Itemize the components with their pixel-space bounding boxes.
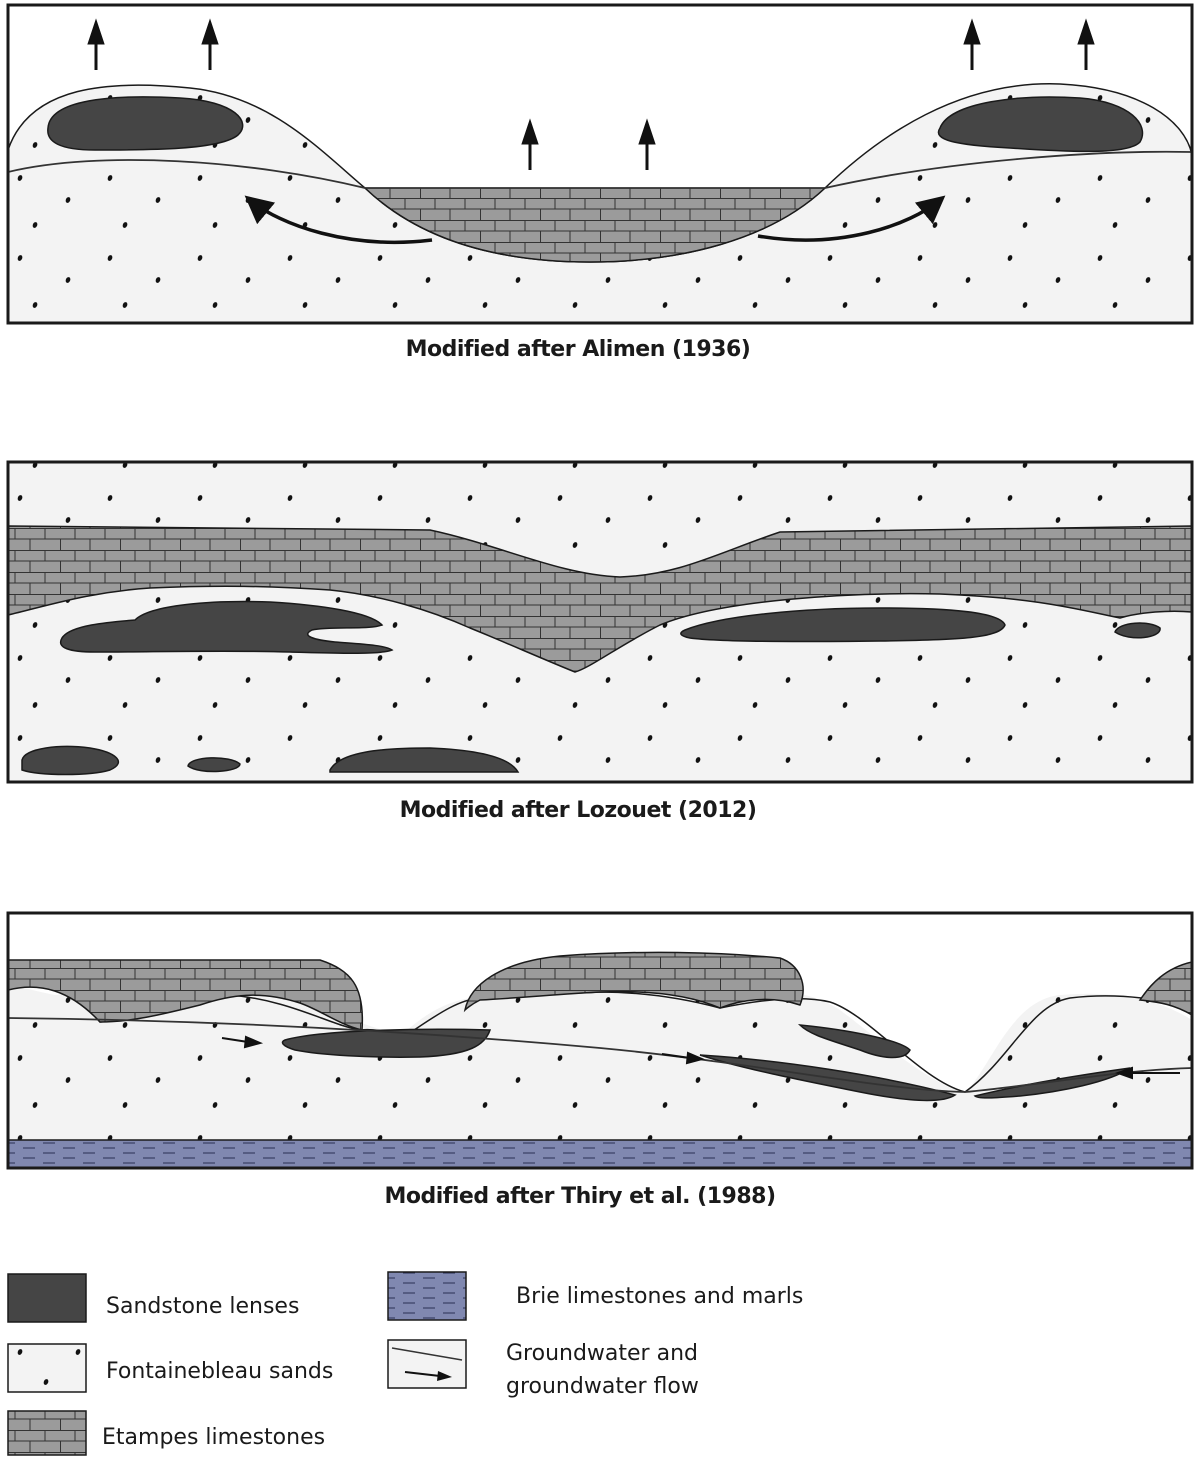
sandstone-lens [329,747,520,773]
legend-label-brie: Brie limestones and marls [516,1284,803,1309]
legend-label-groundwater-2: groundwater flow [506,1374,699,1399]
groundwater-line [8,1017,1192,1093]
sandstone-lens [797,1024,911,1059]
flow-arrow [757,195,946,242]
sandstone-lens [680,607,1006,643]
groundwater-line [8,159,366,189]
legend-label-etampes: Etampes limestones [102,1425,325,1450]
panel-caption: Modified after Lozouet (2012) [400,798,757,823]
panel-frame [6,460,1194,784]
sandstone-lens [187,757,241,773]
legend-item-brie: Brie limestones and marls [387,1271,803,1321]
flow-arrows [221,1035,1180,1080]
upward-arrows [87,18,1095,170]
sandstone-lens [59,600,394,654]
legend-item-groundwater: Groundwater and groundwater flow [387,1339,699,1399]
legend-item-sands: Fontainebleau sands [7,1343,333,1393]
legend-label-sands: Fontainebleau sands [106,1359,333,1384]
brie-layer [8,1139,1192,1168]
limestone-layer [8,959,364,1031]
legend-label-sandstone: Sandstone lenses [106,1294,299,1319]
panel-frame [6,3,1194,325]
panel-caption: Modified after Thiry et al. (1988) [385,1184,776,1209]
panel-thiry: Modified after Thiry et al. (1988) [6,911,1194,1209]
legend-label-groundwater-1: Groundwater and [506,1341,698,1366]
sandstone-lens [47,96,244,151]
sandstone-lens [1114,622,1161,639]
panel-lozouet: Modified after Lozouet (2012) [6,460,1194,823]
flow-arrow [244,195,433,244]
limestone-layer [1138,961,1192,1016]
legend-item-etampes: Etampes limestones [7,1410,325,1456]
limestone-lens [363,187,827,263]
sandstone-lens [21,745,119,776]
sandstone-lens [937,96,1144,153]
panel-caption: Modified after Alimen (1936) [406,337,751,362]
legend: Sandstone lenses Fontainebleau sands Eta… [7,1271,803,1456]
limestone-layer [463,951,804,1013]
limestone-layer [8,525,1192,673]
sandstone-lens [281,1028,492,1058]
groundwater-line [824,150,1192,189]
panel-alimen: Modified after Alimen (1936) [6,3,1194,362]
legend-item-sandstone: Sandstone lenses [7,1273,299,1323]
panel-frame [6,911,1194,1170]
